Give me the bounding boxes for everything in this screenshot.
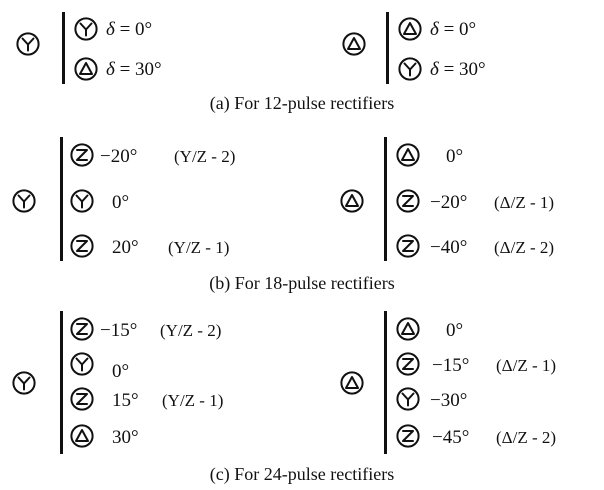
angle-label: −15° (100, 320, 138, 341)
wye-icon (12, 371, 36, 395)
wye-icon (16, 32, 40, 56)
angle-label: −20° (430, 192, 468, 213)
bus-bar (60, 311, 63, 454)
angle-label: 30° (112, 427, 139, 448)
delta-symbol: δ (106, 19, 115, 40)
phase-shift-label: δ = 30° (430, 60, 486, 79)
wye-icon (396, 387, 420, 411)
phase-shift-value: = 0° (438, 19, 477, 40)
delta-icon (396, 143, 420, 167)
delta-icon (396, 317, 420, 341)
bus-bar (384, 137, 387, 261)
connection-label: (Y/Z - 2) (174, 147, 236, 166)
angle-label: 0° (112, 192, 130, 213)
delta-icon (74, 57, 98, 81)
delta-symbol: δ (430, 19, 439, 40)
wye-icon (70, 352, 94, 376)
delta-icon (340, 371, 364, 395)
phase-shift-label: δ = 0° (106, 20, 152, 39)
zigzag-icon (396, 234, 420, 258)
zigzag-icon (396, 424, 420, 448)
angle-label: 0° (446, 146, 464, 167)
connection-label: (Y/Z - 1) (168, 238, 230, 257)
delta-icon (342, 32, 366, 56)
angle-label: −30° (430, 390, 468, 411)
wye-icon (74, 17, 98, 41)
angle-label: 15° (112, 390, 139, 411)
connection-label: (Δ/Z - 1) (496, 356, 557, 375)
angle-label: 0° (446, 320, 464, 341)
bus-bar (386, 12, 389, 84)
connection-label: (Y/Z - 2) (160, 321, 222, 340)
zigzag-icon (70, 143, 94, 167)
zigzag-icon (396, 352, 420, 376)
angle-label: 20° (112, 237, 139, 258)
phase-shift-value: = 0° (114, 19, 153, 40)
delta-icon (340, 189, 364, 213)
phase-shift-value: = 30° (114, 59, 162, 80)
delta-icon (398, 17, 422, 41)
angle-label: −45° (432, 427, 470, 448)
angle-label: 0° (112, 361, 130, 382)
bus-bar (60, 137, 63, 261)
connection-label: (Δ/Z - 2) (494, 238, 555, 257)
bus-bar (384, 311, 387, 454)
zigzag-icon (70, 234, 94, 258)
bus-bar (62, 12, 65, 84)
phase-shift-label: δ = 30° (106, 60, 162, 79)
delta-symbol: δ (430, 59, 439, 80)
caption: (a) For 12-pulse rectifiers (209, 93, 395, 113)
wye-icon (12, 189, 36, 213)
wye-icon (398, 57, 422, 81)
angle-label: −15° (432, 355, 470, 376)
phase-shift-value: = 30° (438, 59, 486, 80)
angle-label: −40° (430, 237, 468, 258)
connection-label: (Y/Z - 1) (162, 391, 224, 410)
delta-symbol: δ (106, 59, 115, 80)
connection-label: (Δ/Z - 1) (494, 193, 555, 212)
wye-icon (70, 189, 94, 213)
zigzag-icon (396, 189, 420, 213)
zigzag-icon (70, 317, 94, 341)
caption: (b) For 18-pulse rectifiers (209, 273, 395, 293)
angle-label: −20° (100, 146, 138, 167)
caption: (c) For 24-pulse rectifiers (209, 464, 395, 484)
phase-shift-label: δ = 0° (430, 20, 476, 39)
delta-icon (70, 424, 94, 448)
zigzag-icon (70, 387, 94, 411)
connection-label: (Δ/Z - 2) (496, 428, 557, 447)
